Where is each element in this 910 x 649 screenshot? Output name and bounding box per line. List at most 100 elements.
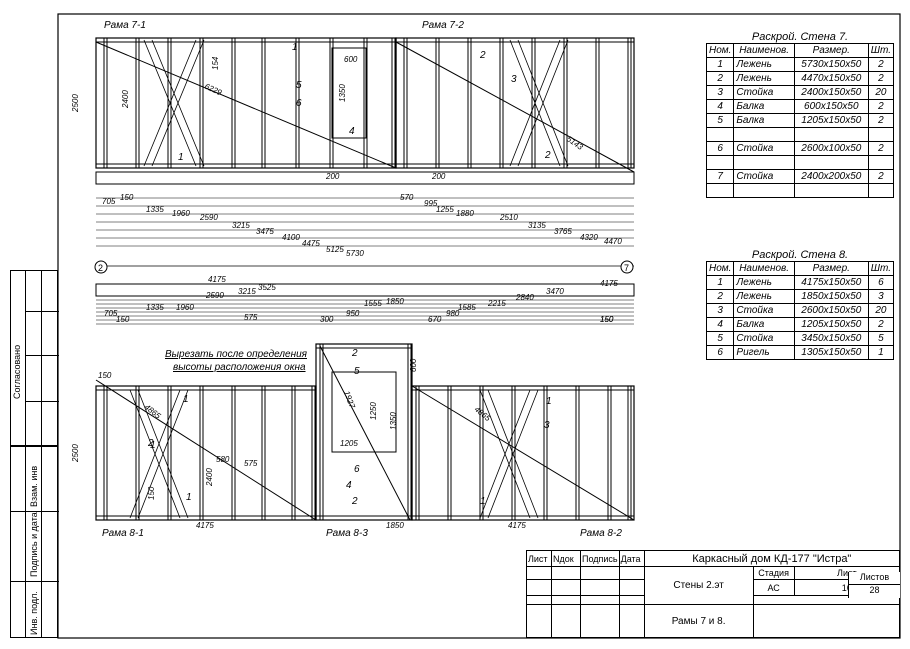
part-number: 2	[544, 150, 551, 161]
brace	[151, 39, 205, 167]
part-number: 6	[296, 98, 302, 109]
dimension-value: 5125	[326, 245, 344, 254]
table-cell: 7	[705, 169, 735, 184]
table-cell: 1305х150х50	[793, 345, 869, 360]
table-cell: 600х150х50	[793, 99, 869, 114]
table-cell: 3	[705, 303, 735, 318]
table-cell	[793, 127, 869, 142]
note: Вырезать после определения высоты распол…	[165, 349, 308, 373]
dimension-value: 2510	[499, 213, 518, 222]
table-row	[705, 155, 895, 170]
title-block: Лист Nдок Подпись Дата Каркасный дом КД-…	[526, 549, 901, 638]
table-cell: Ригель	[733, 345, 795, 360]
column-header: Наименов.	[733, 43, 795, 58]
dimension-value: 4470	[604, 237, 622, 246]
table-cell	[705, 155, 735, 170]
dimension-value: 4475	[302, 239, 320, 248]
column-header: Nдок	[551, 549, 581, 568]
cutting-table-wall-8: Раскрой. Стена 8. Ном. Наименов. Размер.…	[705, 248, 895, 360]
dimension-value: 1880	[456, 209, 474, 218]
frames-wall-7	[95, 37, 635, 173]
frames-wall-8	[95, 343, 635, 521]
table-cell: 5	[867, 331, 895, 346]
diagonal-8-1	[95, 379, 317, 521]
agreed-label: Согласовано	[12, 344, 22, 399]
dimension-value: 1960	[172, 209, 190, 218]
part-number: 1	[178, 152, 184, 163]
frame-label-7-1: Рама 7-1	[104, 20, 146, 31]
dim-height-2500-bottom: 2500	[71, 444, 80, 463]
dim-1350-bottom: 1350	[389, 412, 398, 430]
ruler-strip-top	[95, 171, 635, 185]
dimension-value: 150	[600, 315, 614, 324]
frame-label-8-1: Рама 8-1	[102, 528, 144, 539]
column-header: Шт.	[867, 43, 895, 58]
dimension-value: 4175	[208, 275, 226, 284]
table-cell: 1205х150х50	[793, 113, 869, 128]
project-name: Каркасный дом КД-177 "Истра"	[643, 549, 901, 568]
dim-150-bottom: 150	[147, 486, 156, 500]
part-number: 3	[544, 420, 550, 431]
frame-8-2-outline	[411, 385, 635, 521]
diagonal-7-2	[395, 41, 635, 173]
dimension-value: 2840	[515, 293, 534, 302]
dim-diag-1927: 1927	[342, 390, 357, 410]
axis-circle-7	[620, 260, 634, 274]
dimension-value: 995	[424, 199, 438, 208]
table-cell: 3	[705, 85, 735, 100]
part-number: 2	[351, 496, 358, 507]
table-cell: 2400х150х50	[793, 85, 869, 100]
table-cell: 2	[705, 71, 735, 86]
dimension-value: 1555	[364, 299, 382, 308]
table-cell: 1205х150х50	[793, 317, 869, 332]
ruler-strip-bottom	[95, 283, 635, 297]
dim-200-a: 200	[325, 172, 340, 181]
frame-8-1-outline	[95, 385, 317, 521]
frame-7-2-outline	[395, 37, 635, 169]
dim-1250: 1250	[369, 402, 378, 420]
dimension-value: 1585	[458, 303, 476, 312]
table-cell: Лежень	[733, 71, 795, 86]
dimension-value: 950	[346, 309, 360, 318]
table-cell: Стойка	[733, 85, 795, 100]
sign-date-label: Подпись и дата	[29, 512, 39, 577]
table-cell: 5730х150х50	[793, 57, 869, 72]
part-number: 1	[186, 492, 192, 503]
dim-600-bottom: 600	[409, 358, 418, 372]
table-cell: 1	[705, 57, 735, 72]
dim-1350-top: 1350	[338, 84, 347, 102]
table-cell	[733, 183, 795, 198]
dimension-texts: 2500 2400 154 6229 600 1350 5143 2500 24…	[71, 55, 614, 530]
table-cell: Лежень	[733, 57, 795, 72]
frame-label-8-2: Рама 8-2	[580, 528, 622, 539]
part-number: 4	[346, 480, 352, 491]
sheet-name: Стены 2.эт	[643, 566, 754, 606]
dimension-value: 150	[120, 193, 134, 202]
dim-diag-4865-left: 4865	[143, 402, 163, 420]
table-cell: 3450х150х50	[793, 331, 869, 346]
axis-label-2: 2	[98, 263, 103, 273]
part-number: 1	[480, 496, 486, 507]
brace	[479, 389, 531, 519]
table-cell	[867, 155, 895, 170]
dim-height-2400-bottom: 2400	[205, 468, 214, 487]
frame-labels: Рама 7-1 Рама 7-2 Рама 8-1 Рама 8-2 Рама…	[102, 20, 622, 539]
table-cell: 1	[867, 345, 895, 360]
column-header: Лист	[526, 549, 552, 568]
dim-4175-b: 4175	[508, 521, 526, 530]
part-number: 4	[349, 126, 355, 137]
table-cell: Балка	[733, 99, 795, 114]
table-cell: 2400х200х50	[793, 169, 869, 184]
note-line-1: Вырезать после определения	[165, 349, 308, 360]
frame-label-8-3: Рама 8-3	[326, 528, 368, 539]
table-cell: 1850х150х50	[793, 289, 869, 304]
dimension-value: 4100	[282, 233, 300, 242]
column-header: Подпись	[580, 549, 620, 568]
